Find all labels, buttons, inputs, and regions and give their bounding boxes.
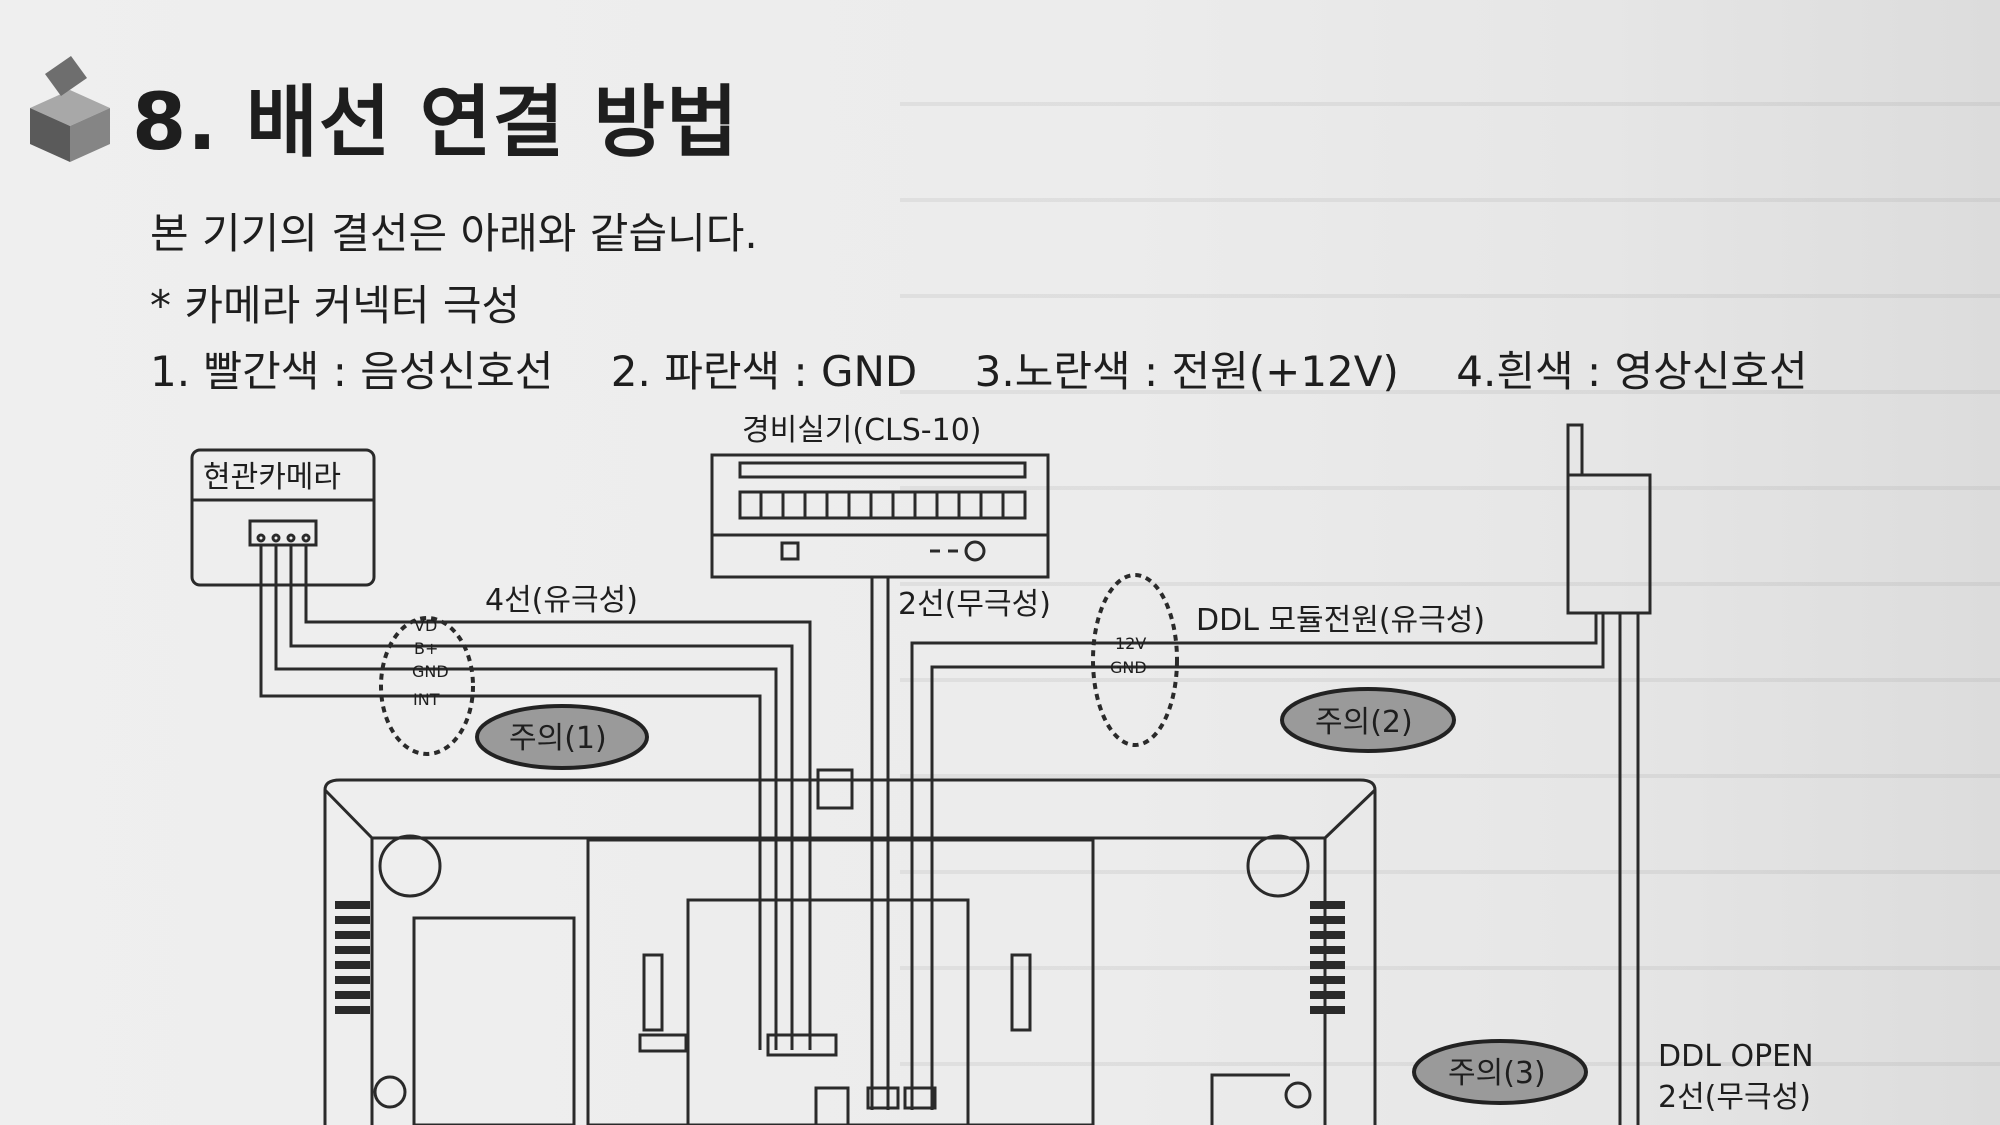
ddl-12v-label: 12V — [1115, 634, 1146, 653]
ddl-open-label: DDL OPEN — [1658, 1039, 1814, 1074]
connector-heading: * 카메라 커넥터 극성 — [150, 281, 521, 330]
intro-text: 본 기기의 결선은 아래와 같습니다. — [150, 209, 758, 258]
polarity-ellipses — [379, 573, 1179, 756]
guard-terminal-dividers — [759, 492, 1005, 518]
caution-3-label: 주의(3) — [1448, 1056, 1546, 1091]
camera-4-wire-bundle — [259, 545, 812, 1050]
two-wire-label: 2선(무극성) — [898, 587, 1051, 622]
monitor-body — [323, 768, 1377, 1125]
guard-unit — [710, 453, 1050, 579]
camera-label: 현관카메라 — [203, 460, 341, 495]
caution-badges — [475, 687, 1588, 1105]
caution-1-label: 주의(1) — [509, 721, 607, 756]
ddl-module — [1566, 423, 1652, 1125]
show-through-text — [900, 40, 2000, 1125]
guard-2-wire — [870, 577, 890, 1110]
pin-bplus-label: B+ — [414, 639, 438, 658]
four-wire-label: 4선(유극성) — [485, 583, 638, 618]
pin-vd-label: VD — [414, 616, 437, 635]
ddl-open-wire-label: 2선(무극성) — [1658, 1080, 1811, 1115]
ddl-gnd-label: GND — [1110, 658, 1147, 677]
pin-4-text: 4.흰색 : 영상신호선 — [1456, 347, 1808, 396]
pin-3-text: 3.노란색 : 전원(+12V) — [974, 347, 1399, 396]
door-camera — [190, 448, 376, 587]
guard-unit-label: 경비실기(CLS-10) — [742, 413, 982, 448]
pin-int-label: INT — [413, 690, 440, 709]
connector-pin-list: 1. 빨간색 : 음성신호선 2. 파란색 : GND 3.노란색 : 전원(+… — [150, 338, 1852, 399]
monitor-vents — [335, 901, 1345, 1014]
pin-gnd-label: GND — [412, 662, 449, 681]
box-logo-icon — [30, 56, 110, 162]
ddl-power-wires — [910, 613, 1605, 1110]
section-title: 8. 배선 연결 방법 — [132, 78, 739, 168]
pin-2-text: 2. 파란색 : GND — [610, 347, 918, 396]
pin-1-text: 1. 빨간색 : 음성신호선 — [150, 347, 554, 396]
ddl-power-label: DDL 모듈전원(유극성) — [1196, 603, 1485, 638]
caution-2-label: 주의(2) — [1315, 705, 1413, 740]
